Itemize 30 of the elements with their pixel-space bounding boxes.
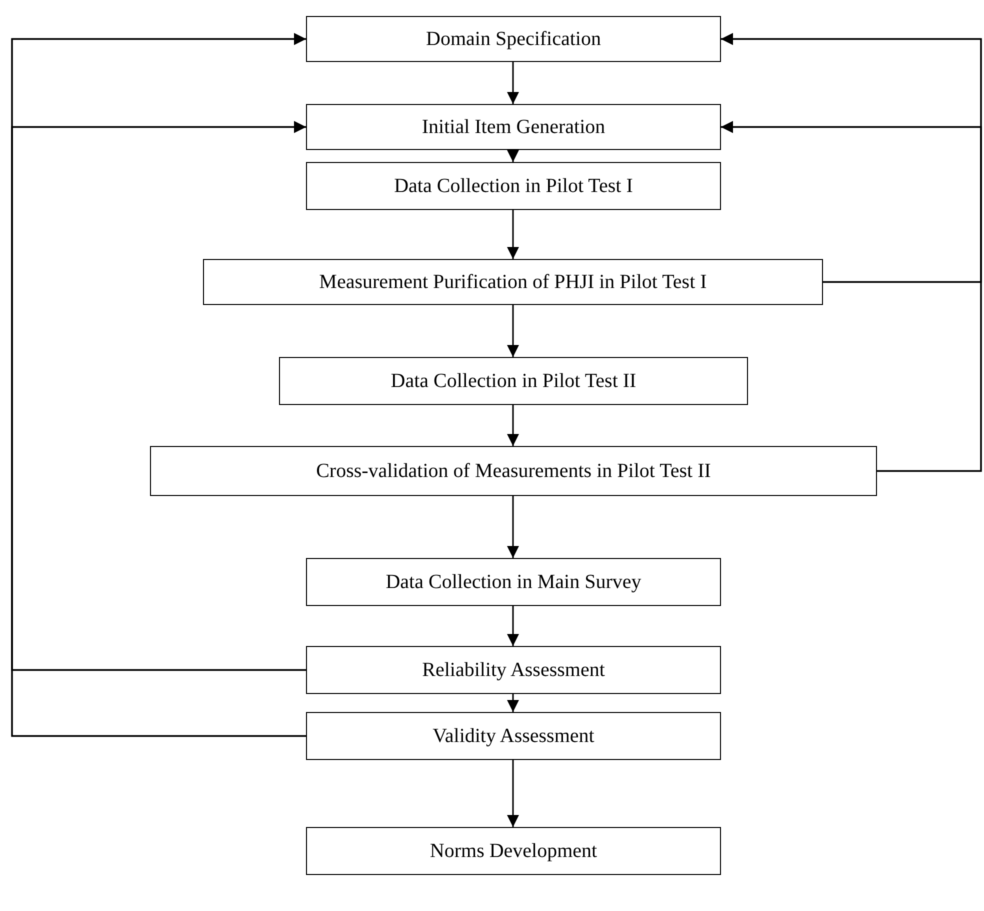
process-label: Cross-validation of Measurements in Pilot Test II [316, 460, 711, 482]
connector-arrow [507, 305, 519, 357]
process-box [306, 104, 721, 150]
connector-arrow [507, 62, 519, 104]
connector-arrow [507, 496, 519, 558]
connector-arrow [507, 760, 519, 827]
process-label: Initial Item Generation [422, 116, 606, 138]
process-box [306, 162, 721, 210]
process-box [306, 646, 721, 694]
process-label: Norms Development [430, 840, 598, 862]
process-label: Data Collection in Pilot Test I [394, 174, 633, 198]
process-box [150, 446, 877, 496]
process-box [306, 712, 721, 760]
process-box [306, 827, 721, 875]
process-label: Validity Assessment [432, 724, 594, 748]
process-label: Measurement Purification of PHJI in Pilot Test I [319, 270, 707, 294]
connector-arrow [507, 405, 519, 446]
process-label: Data Collection in Main Survey [386, 570, 642, 594]
process-label: Data Collection in Pilot Test II [390, 370, 636, 392]
connector-arrow [721, 121, 982, 472]
connector-arrow [507, 150, 519, 162]
process-box [306, 16, 721, 62]
process-box [306, 558, 721, 606]
connector-arrow [507, 606, 519, 646]
connector-arrow [507, 210, 519, 259]
process-label: Domain Specification [426, 28, 601, 50]
process-box [203, 259, 823, 305]
process-label: Reliability Assessment [422, 658, 605, 682]
process-box [279, 357, 748, 405]
connector-arrow [507, 694, 519, 712]
